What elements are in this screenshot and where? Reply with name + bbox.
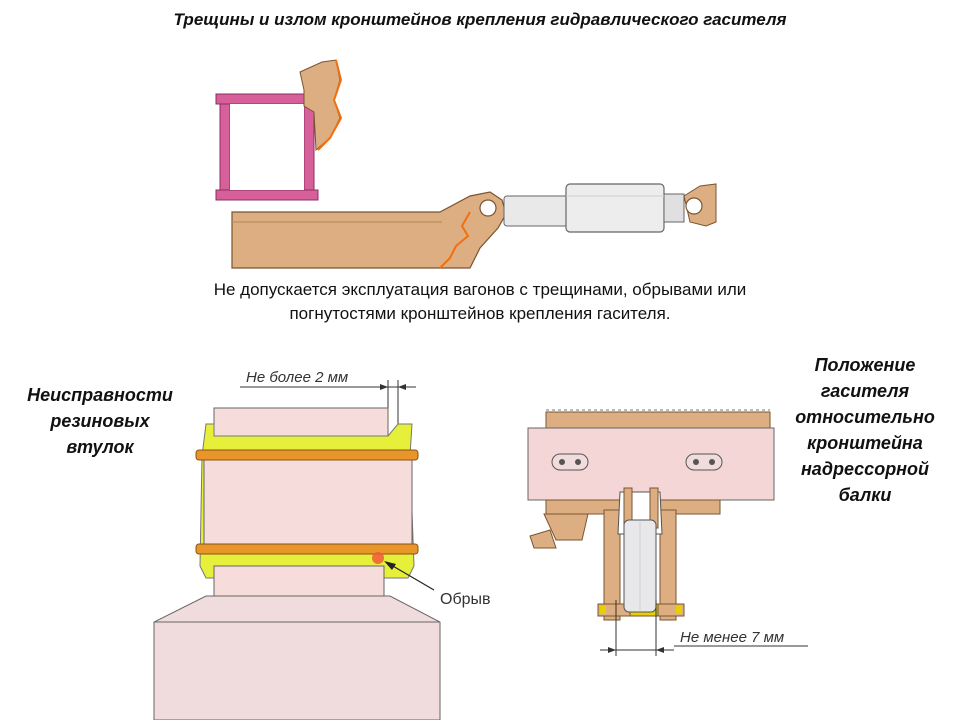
min-gap-label: Не менее 7 мм (680, 629, 784, 646)
break-label: Обрыв (440, 591, 491, 608)
rubber-bushing-label: Неисправности резиновых втулок (0, 382, 200, 460)
main-note-line-1: Не допускается эксплуатация вагонов с тр… (213, 280, 747, 299)
pink-frame (215, 93, 319, 201)
upper-block (213, 407, 389, 437)
main-note-line-2: погнутостями кронштейнов крепления гасит… (289, 304, 671, 323)
break-spot (372, 552, 384, 564)
bracket-crack (439, 211, 471, 269)
hydraulic-damper (503, 183, 685, 233)
left-label-line-1: Неисправности (27, 385, 173, 405)
lower-block (213, 565, 385, 597)
right-label-line-3: относительно (795, 407, 935, 427)
bracket-left-leg (603, 509, 621, 621)
left-label-line-3: втулок (66, 437, 134, 457)
beam-top (545, 411, 771, 431)
right-label-line-4: кронштейна (807, 433, 923, 453)
right-label-line-6: балки (838, 485, 892, 505)
damper-position-label: Положение гасителя относительно кронштей… (770, 352, 960, 508)
bushing-core (203, 457, 413, 547)
right-label-line-5: надрессорной (800, 459, 930, 479)
bracket-right-leg (659, 509, 677, 621)
upper-crack (317, 59, 343, 151)
max-gap-label: Не более 2 мм (246, 369, 348, 386)
main-note: Не допускается эксплуатация вагонов с тр… (120, 278, 840, 326)
left-slot (551, 453, 589, 471)
right-slot (685, 453, 723, 471)
lower-sleeve (195, 543, 419, 555)
right-label-line-1: Положение (814, 355, 916, 375)
upper-sleeve (195, 449, 419, 461)
right-label-line-2: гасителя (820, 381, 910, 401)
slide-title: Трещины и излом кронштейнов крепления ги… (173, 10, 787, 29)
left-label-line-2: резиновых (50, 411, 150, 431)
left-bracket-foot (529, 513, 589, 549)
